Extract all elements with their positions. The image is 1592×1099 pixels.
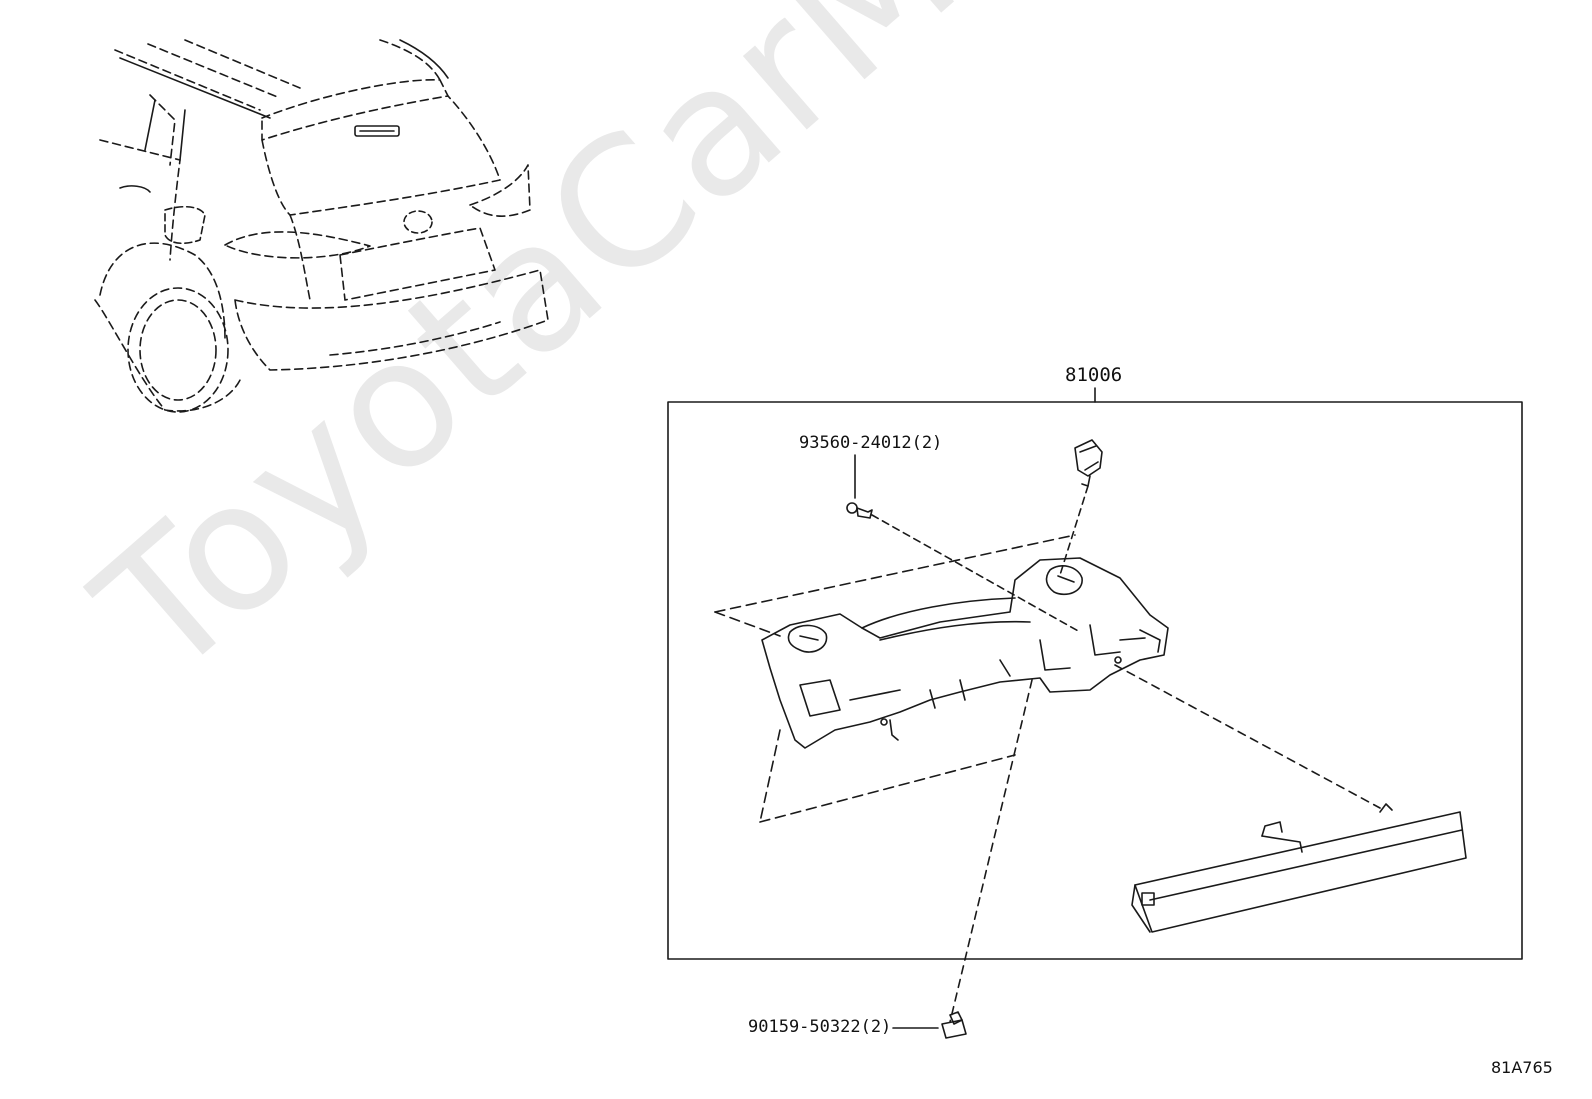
bulb-socket-icon — [1074, 439, 1103, 487]
bolt-90159-icon — [892, 1011, 967, 1039]
car-stop-lamp-marker — [354, 125, 400, 137]
stop-lamp-lens-icon — [1131, 803, 1467, 933]
vehicle-rear-illustration — [94, 39, 549, 413]
screw-part-number: 93560-24012(2) — [799, 433, 943, 453]
illustration-code: 81A765 — [1491, 1058, 1553, 1077]
bolt-part-number: 90159-50322(2) — [748, 1017, 892, 1037]
assembly-part-number: 81006 — [1065, 364, 1123, 386]
stop-lamp-bracket-icon — [714, 534, 1169, 823]
screw-93560-icon — [846, 454, 873, 519]
